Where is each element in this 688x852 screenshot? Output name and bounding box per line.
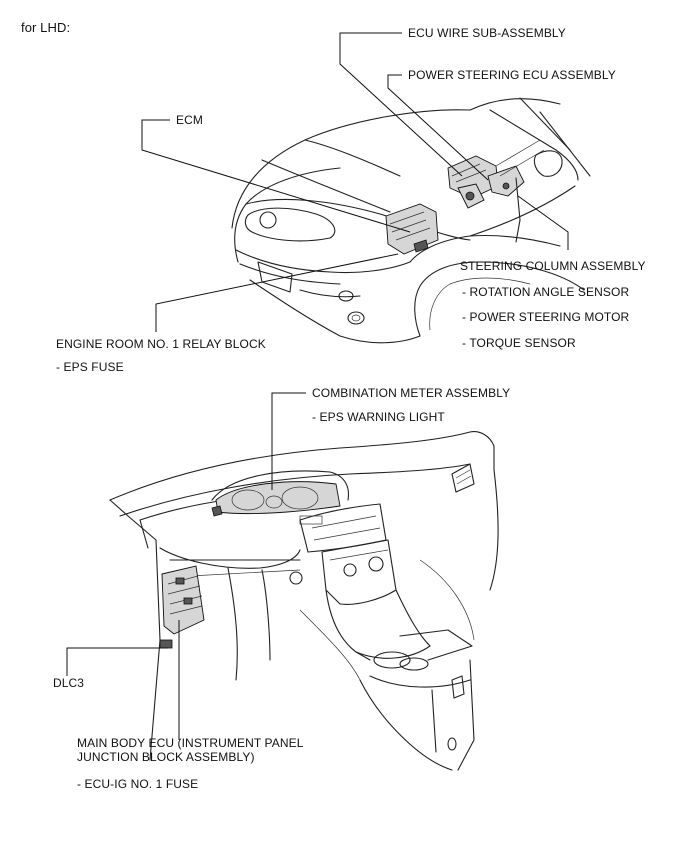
dlc3-label: DLC3 <box>53 676 85 690</box>
car-front-illustration <box>231 97 591 344</box>
dashboard-illustration <box>109 431 499 771</box>
page-heading: for LHD: <box>21 20 71 35</box>
ps-ecu-label: POWER STEERING ECU ASSEMBLY <box>408 68 616 82</box>
eps-fuse-label: - EPS FUSE <box>56 360 124 374</box>
ps-motor-label: - POWER STEERING MOTOR <box>462 310 630 324</box>
leader-lines <box>66 32 569 740</box>
combination-meter-label: COMBINATION METER ASSEMBLY <box>312 386 511 400</box>
ecm-label: ECM <box>176 113 203 127</box>
torque-sensor-label: - TORQUE SENSOR <box>462 336 576 350</box>
ecu-wire-label: ECU WIRE SUB-ASSEMBLY <box>408 26 566 40</box>
rotation-sensor-label: - ROTATION ANGLE SENSOR <box>462 285 630 299</box>
main-body-ecu-label-line1: MAIN BODY ECU (INSTRUMENT PANEL <box>77 736 304 750</box>
steering-column-label: STEERING COLUMN ASSEMBLY <box>460 259 646 273</box>
relay-block-label: ENGINE ROOM NO. 1 RELAY BLOCK <box>56 337 266 351</box>
main-body-ecu-label-line2: JUNCTION BLOCK ASSEMBLY) <box>77 750 255 764</box>
eps-warning-label: - EPS WARNING LIGHT <box>312 410 445 424</box>
ecu-ig-fuse-label: - ECU-IG NO. 1 FUSE <box>77 777 199 791</box>
